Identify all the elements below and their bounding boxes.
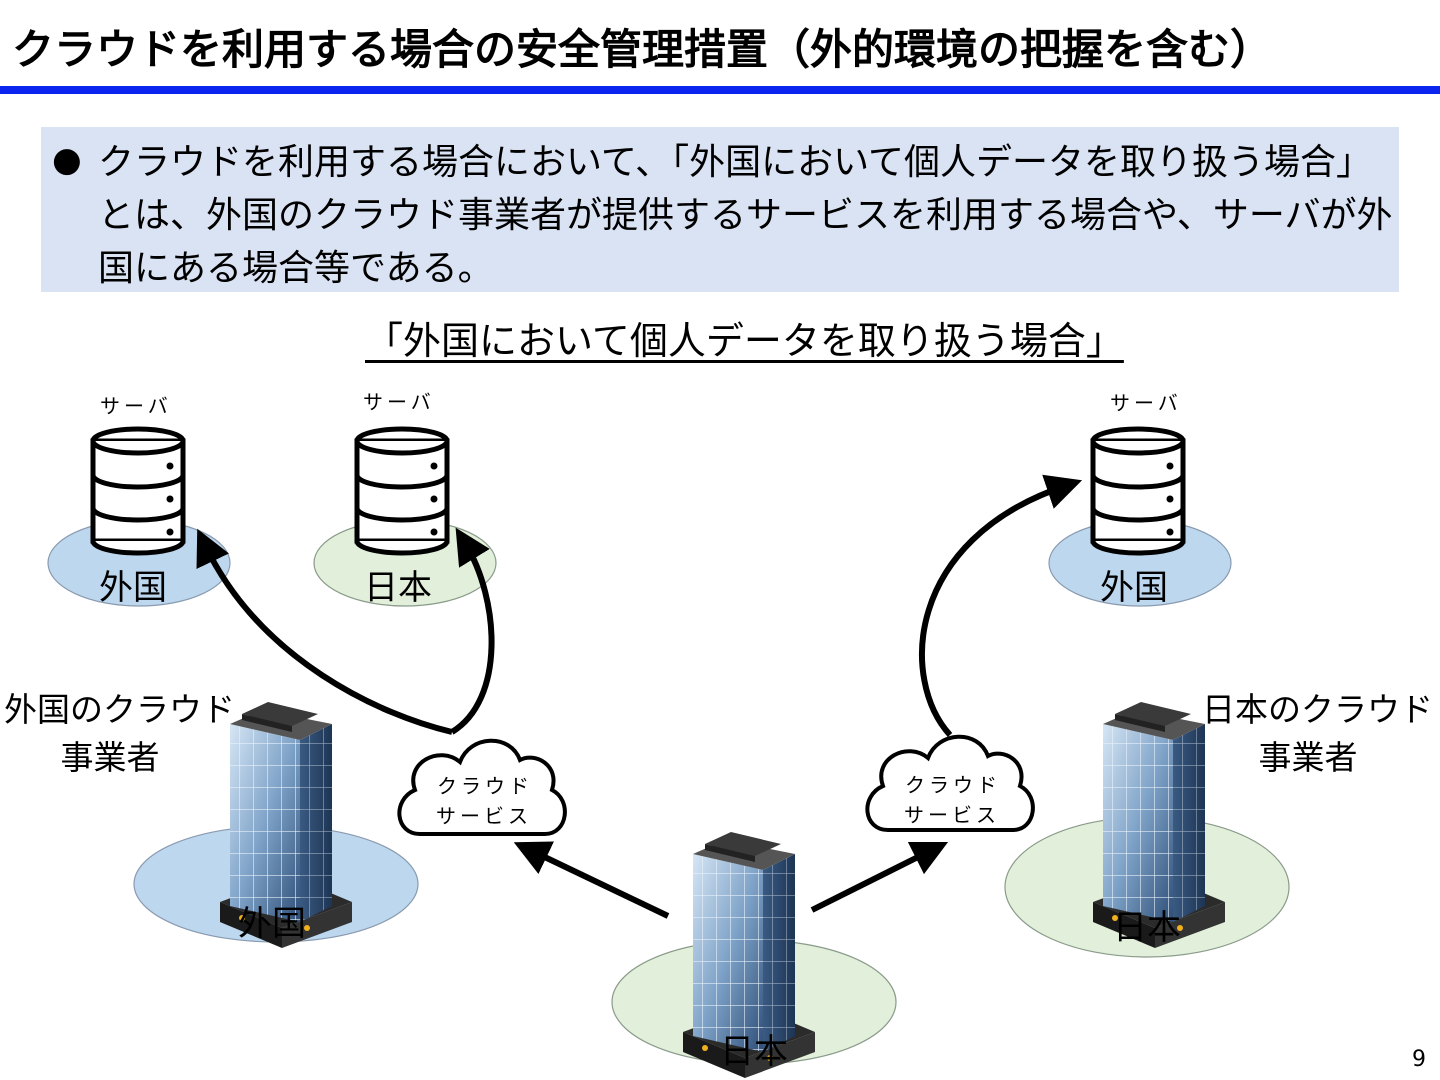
provider-line2: 事業者 (60, 738, 160, 777)
server-icon (1090, 426, 1186, 556)
server-icon (90, 426, 186, 556)
cloud-icon (397, 738, 567, 836)
cloud-label-line1: クラウド (437, 774, 533, 798)
bullet-box (41, 127, 1399, 292)
cloud-label-line2: サービス (904, 803, 1000, 827)
bullet-marker: ● (52, 140, 82, 180)
provider-line1: 日本のクラウド (1202, 690, 1433, 729)
server-region-label: 日本 (364, 568, 432, 608)
flow-arrow (513, 841, 670, 919)
page-number: 9 (1412, 1047, 1426, 1072)
flow-arrow (919, 474, 1083, 738)
bullet-text: クラウドを利用する場合において、「外国において個人データを取り扱う場合」とは、外… (98, 142, 1393, 289)
cloud-label-line2: サービス (436, 804, 532, 828)
cloud-icon (865, 734, 1035, 832)
provider-line2: 事業者 (1258, 738, 1358, 777)
title-rule (0, 86, 1440, 94)
server-region-label: 外国 (1100, 568, 1168, 608)
flow-arrow (196, 528, 453, 735)
provider-region-label: 外国 (238, 904, 306, 944)
flow-arrow (450, 527, 495, 735)
diagram-heading: 「外国において個人データを取り扱う場合」 (365, 319, 1124, 363)
provider-region-label: 日本 (1113, 908, 1181, 948)
server-icon (354, 426, 450, 556)
flow-arrow (810, 841, 949, 913)
provider-name-foreign: 外国のクラウド 事業者 (4, 686, 235, 782)
server-caption: サーバ (100, 394, 172, 418)
server-region-label: 外国 (99, 568, 167, 608)
provider-name-japan: 日本のクラウド 事業者 (1202, 686, 1433, 782)
server-caption: サーバ (363, 390, 435, 414)
user-region-label: 日本 (720, 1032, 788, 1072)
page-title: クラウドを利用する場合の安全管理措置（外的環境の把握を含む） (12, 25, 1273, 74)
server-caption: サーバ (1110, 391, 1182, 415)
cloud-label-line1: クラウド (905, 773, 1001, 797)
provider-line1: 外国のクラウド (4, 690, 235, 729)
